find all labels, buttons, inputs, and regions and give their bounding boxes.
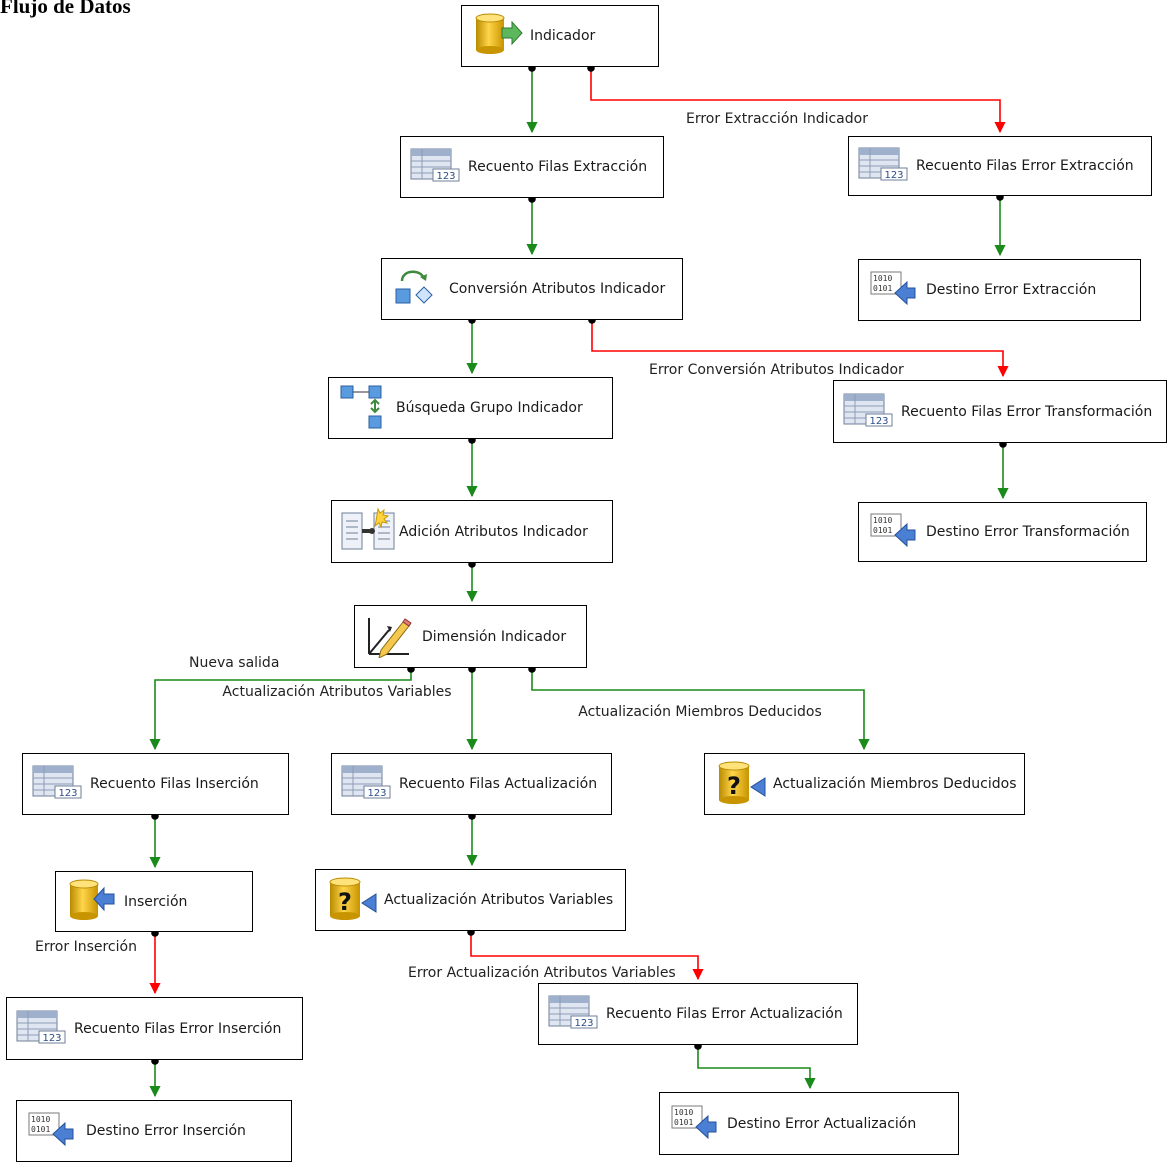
- error-path-indicador-to-recuento-filas-error-extraccion[interactable]: [590, 70, 1006, 134]
- component-label: Actualización Atributos Variables: [384, 892, 614, 908]
- path-label: Error Inserción: [35, 939, 137, 955]
- svg-text:1010: 1010: [873, 516, 892, 525]
- path-label: Actualización Miembros Deducidos: [578, 704, 822, 720]
- component-label: Adición Atributos Indicador: [399, 523, 588, 540]
- svg-text:0101: 0101: [674, 1118, 693, 1127]
- row-count-icon: 123: [340, 764, 392, 804]
- row-count-icon: 123: [857, 146, 909, 186]
- insercion-component[interactable]: Inserción: [55, 871, 253, 932]
- flat-file-destination-icon: 1010 0101: [27, 1111, 79, 1151]
- data-path-dimension-indicador-to-recuento-filas-insercion[interactable]: [149, 671, 412, 751]
- row-count-icon: 123: [15, 1009, 67, 1049]
- destination-icon: [66, 878, 118, 926]
- svg-text:?: ?: [338, 888, 352, 916]
- component-label: Recuento Filas Error Transformación: [901, 403, 1153, 420]
- destino-error-transformacion-component[interactable]: 1010 0101 Destino Error Transformación: [858, 502, 1147, 562]
- recuento-filas-insercion-component[interactable]: 123 Recuento Filas Inserción: [22, 753, 289, 815]
- component-label: Recuento Filas Extracción: [468, 159, 648, 175]
- recuento-filas-extraccion-component[interactable]: 123 Recuento Filas Extracción: [400, 136, 664, 198]
- component-label: Recuento Filas Actualización: [399, 776, 598, 792]
- path-label: Actualización Atributos Variables: [222, 684, 451, 700]
- data-path-recuento-filas-error-actualizacion-to-destino-error-actualizacion[interactable]: [697, 1048, 816, 1090]
- svg-text:123: 123: [574, 1018, 593, 1029]
- destino-error-insercion-component[interactable]: 1010 0101 Destino Error Inserción: [16, 1100, 292, 1162]
- recuento-filas-actualizacion-component[interactable]: 123 Recuento Filas Actualización: [331, 753, 612, 815]
- slowly-changing-dimension-icon: [363, 612, 415, 662]
- row-count-icon: 123: [842, 392, 894, 432]
- component-label: Actualización Miembros Deducidos: [773, 776, 1017, 792]
- component-label: Inserción: [124, 893, 188, 910]
- component-label: Recuento Filas Error Actualización: [606, 1006, 843, 1022]
- path-label: Nueva salida: [189, 655, 279, 671]
- recuento-filas-error-extraccion-component[interactable]: 123 Recuento Filas Error Extracción: [848, 136, 1152, 196]
- component-label: Recuento Filas Error Extracción: [916, 158, 1134, 174]
- busqueda-grupo-indicador-component[interactable]: Búsqueda Grupo Indicador: [328, 377, 613, 439]
- svg-text:123: 123: [367, 788, 386, 799]
- svg-text:1010: 1010: [873, 274, 892, 283]
- component-label: Destino Error Extracción: [926, 282, 1097, 298]
- svg-text:0101: 0101: [873, 284, 892, 293]
- component-label: Destino Error Actualización: [727, 1115, 917, 1132]
- row-count-icon: 123: [547, 994, 599, 1034]
- svg-text:1010: 1010: [31, 1115, 50, 1124]
- flat-file-destination-icon: 1010 0101: [869, 270, 921, 310]
- svg-text:123: 123: [58, 788, 77, 799]
- actualizacion-miembros-deducidos-component[interactable]: ? Actualización Miembros Deducidos: [704, 753, 1025, 815]
- component-label: Indicador: [530, 28, 596, 44]
- svg-text:123: 123: [869, 416, 888, 427]
- row-count-icon: 123: [31, 764, 83, 804]
- path-label: Error Actualización Atributos Variables: [408, 965, 676, 981]
- flat-file-destination-icon: 1010 0101: [869, 512, 921, 552]
- derived-column-icon: [340, 506, 396, 557]
- dimension-indicador-component[interactable]: Dimensión Indicador: [354, 605, 587, 668]
- recuento-filas-error-actualizacion-component[interactable]: 123 Recuento Filas Error Actualización: [538, 983, 858, 1045]
- lookup-icon: [337, 380, 385, 436]
- path-label: Error Conversión Atributos Indicador: [649, 362, 904, 378]
- ole-db-command-icon: ?: [715, 758, 767, 810]
- data-conversion-icon: [392, 265, 440, 313]
- svg-text:0101: 0101: [873, 526, 892, 535]
- component-label: Búsqueda Grupo Indicador: [396, 400, 583, 416]
- indicador-component[interactable]: Indicador: [461, 5, 659, 67]
- page-heading: Flujo de Datos: [0, 0, 131, 18]
- component-label: Recuento Filas Error Inserción: [74, 1020, 282, 1037]
- recuento-filas-error-transformacion-component[interactable]: 123 Recuento Filas Error Transformación: [833, 380, 1167, 443]
- error-path-conversion-atributos-indicador-to-recuento-filas-error-transformacion[interactable]: [591, 322, 1009, 378]
- adicion-atributos-indicador-component[interactable]: Adición Atributos Indicador: [331, 500, 613, 563]
- svg-text:0101: 0101: [31, 1125, 50, 1134]
- destino-error-extraccion-component[interactable]: 1010 0101 Destino Error Extracción: [858, 259, 1141, 321]
- row-count-icon: 123: [409, 147, 461, 187]
- actualizacion-atributos-variables-component[interactable]: ? Actualización Atributos Variables: [315, 869, 626, 931]
- flat-file-destination-icon: 1010 0101: [670, 1104, 722, 1144]
- ole-db-command-icon: ?: [326, 874, 378, 926]
- component-label: Dimensión Indicador: [422, 628, 567, 645]
- path-label: Error Extracción Indicador: [686, 111, 868, 127]
- svg-text:1010: 1010: [674, 1108, 693, 1117]
- data-path-dimension-indicador-to-actualizacion-miembros-deducidos[interactable]: [531, 671, 870, 751]
- component-label: Destino Error Inserción: [86, 1123, 246, 1139]
- component-label: Recuento Filas Inserción: [90, 776, 259, 792]
- svg-text:123: 123: [42, 1033, 61, 1044]
- svg-text:123: 123: [436, 171, 455, 182]
- component-label: Destino Error Transformación: [926, 524, 1130, 540]
- conversion-atributos-indicador-component[interactable]: Conversión Atributos Indicador: [381, 258, 683, 320]
- component-label: Conversión Atributos Indicador: [449, 281, 666, 297]
- source-icon: [472, 12, 524, 60]
- svg-text:?: ?: [727, 772, 741, 800]
- error-path-actualizacion-atributos-variables-to-recuento-filas-error-actualizacion[interactable]: [470, 934, 704, 981]
- recuento-filas-error-insercion-component[interactable]: 123 Recuento Filas Error Inserción: [6, 997, 303, 1060]
- svg-text:123: 123: [884, 170, 903, 181]
- destino-error-actualizacion-component[interactable]: 1010 0101 Destino Error Actualización: [659, 1092, 959, 1155]
